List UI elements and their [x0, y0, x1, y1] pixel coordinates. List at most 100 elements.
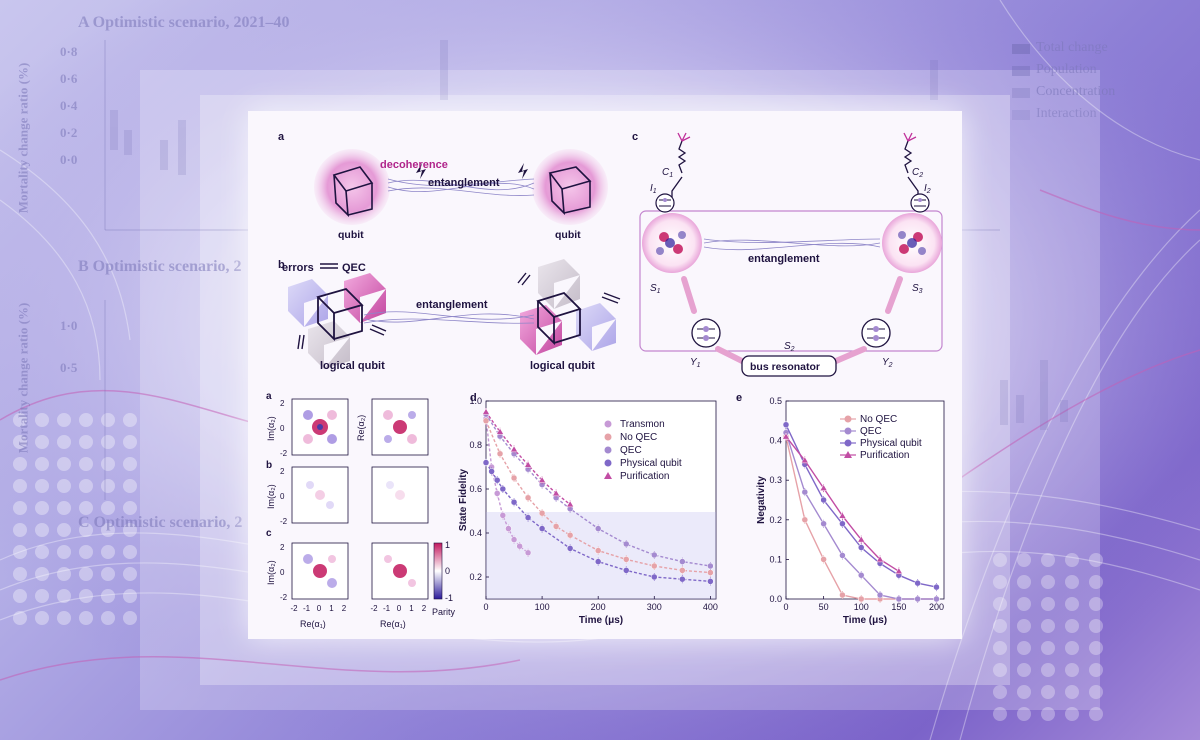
C2-label: C2 — [912, 167, 923, 179]
data-point — [876, 555, 884, 563]
bg-dot — [101, 435, 115, 449]
bg-dot — [1065, 663, 1079, 677]
wigner-ytick: 0 — [280, 568, 285, 577]
control-lines — [671, 140, 919, 207]
circuit-outline — [639, 210, 943, 352]
data-point — [651, 551, 658, 559]
data-point — [782, 432, 790, 440]
data-point — [707, 578, 714, 585]
bg-dot — [1089, 707, 1103, 721]
bg-dot — [1041, 707, 1055, 721]
bg-dot — [35, 523, 49, 537]
wigner-ytick: 2 — [280, 543, 285, 552]
y-tick-label: 0.5 — [769, 396, 782, 406]
bg-legend: Total change Population Concentration In… — [1036, 40, 1115, 128]
legend-marker — [844, 451, 852, 458]
data-point — [800, 456, 809, 464]
entanglement-label-b: entanglement — [416, 299, 488, 311]
bg-dot — [993, 685, 1007, 699]
legend-marker — [604, 446, 612, 454]
bg-dot — [79, 501, 93, 515]
y-tick-label: 0.4 — [769, 436, 782, 446]
reversible-arrow-icon — [320, 263, 338, 269]
data-point — [651, 562, 658, 570]
C1-label: C1 — [662, 167, 673, 179]
legend-label: QEC — [860, 426, 882, 437]
bg-dot — [57, 589, 71, 603]
y-tick-label: 0.2 — [469, 572, 482, 582]
bg-dot — [35, 545, 49, 559]
data-point — [538, 525, 546, 532]
bg-dot — [1089, 553, 1103, 567]
data-point — [566, 500, 575, 508]
logical-qubit-left-label: logical qubit — [320, 360, 385, 372]
data-point — [857, 595, 865, 603]
bg-dot — [13, 413, 27, 427]
cube-blue — [576, 303, 616, 351]
data-point — [482, 408, 490, 415]
data-point — [933, 583, 940, 591]
data-point — [820, 520, 827, 528]
bg-y-label: Mortality change ratio (%) — [15, 62, 31, 214]
bg-dot — [1089, 597, 1103, 611]
panel-a-label: a — [278, 131, 285, 143]
bg-dot — [13, 435, 27, 449]
panel-b: b errors QEC entanglement — [278, 259, 621, 372]
figure-svg: a decoherence entanglement qubit qubit b… — [266, 131, 945, 629]
cube-pink — [520, 305, 562, 355]
y-tick-label: 0.4 — [469, 528, 482, 538]
series-line — [485, 420, 711, 574]
legend-label: No QEC — [860, 414, 897, 425]
data-point — [839, 591, 846, 599]
data-point — [510, 498, 518, 506]
wigner-xtick: -2 — [290, 604, 298, 613]
legend-marker — [844, 427, 852, 435]
bg-dot — [1017, 575, 1031, 589]
data-point — [839, 552, 846, 559]
bg-dot — [101, 567, 115, 581]
colorbar-tick: 0 — [445, 566, 450, 576]
bg-y-tick: 0·2 — [60, 125, 78, 140]
data-point — [895, 595, 903, 603]
bg-dot — [1017, 553, 1031, 567]
wigner-xtick: 2 — [342, 604, 347, 613]
chart-d-frame — [485, 400, 717, 600]
bg-legend-item: Concentration — [1036, 84, 1116, 99]
bg-dot — [1065, 707, 1079, 721]
data-point — [801, 488, 809, 496]
bg-dot — [79, 523, 93, 537]
data-point — [622, 540, 630, 548]
bg-dot — [1017, 685, 1031, 699]
bg-dot — [57, 545, 71, 559]
x-tick-label: 200 — [929, 602, 944, 612]
S1-label: S1 — [650, 283, 661, 295]
y-tick-label: 0.3 — [769, 475, 782, 485]
transmon-icon — [910, 193, 930, 213]
data-point — [679, 558, 686, 565]
entanglement-label-c: entanglement — [748, 253, 820, 265]
data-point — [622, 567, 630, 574]
legend-label: Transmon — [620, 419, 665, 430]
cavity-S3 — [882, 213, 942, 273]
bg-dot — [1089, 685, 1103, 699]
logical-qubit-right-label: logical qubit — [530, 360, 595, 372]
data-point — [516, 542, 523, 550]
bg-dot — [1089, 663, 1103, 677]
bg-dot — [101, 523, 115, 537]
data-point — [510, 474, 518, 482]
bg-dot — [101, 589, 115, 603]
bg-dot — [1089, 619, 1103, 633]
bg-dot — [13, 479, 27, 493]
qubit-left-label: qubit — [338, 229, 364, 241]
bg-dot — [13, 545, 27, 559]
bg-dot — [1017, 663, 1031, 677]
bg-dot — [123, 501, 137, 515]
bg-y-tick: 0·6 — [60, 71, 78, 86]
x-tick-label: 300 — [647, 602, 662, 612]
cube-grey — [308, 321, 350, 369]
wigner-ytick: 0 — [280, 492, 285, 501]
chart-e-frame — [785, 400, 945, 600]
bg-dot — [101, 545, 115, 559]
